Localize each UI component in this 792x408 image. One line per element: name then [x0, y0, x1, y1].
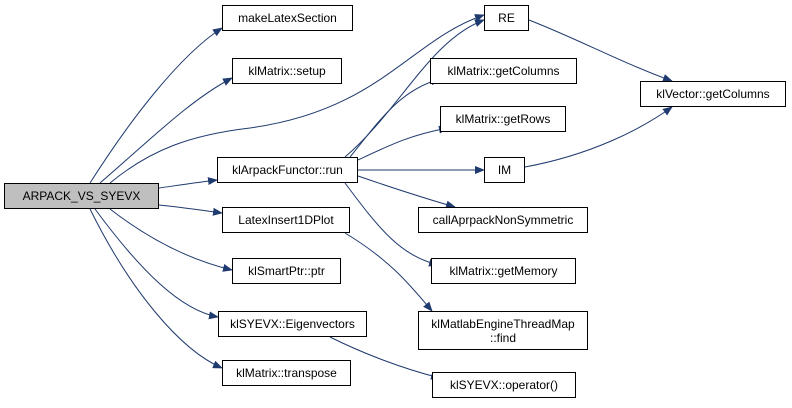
node-label: klMatrix::setup — [248, 64, 326, 78]
node-label: klVector::getColumns — [656, 87, 770, 101]
edge-IM-to-vecGetColumns — [524, 106, 673, 168]
node-getRows[interactable]: klMatrix::getRows — [440, 106, 566, 132]
edge-functorRun-to-getRows — [357, 125, 449, 161]
node-label: klMatrix::getMemory — [449, 264, 558, 278]
edge-latexInsert-to-matlabFind — [344, 232, 433, 312]
node-getColumns[interactable]: klMatrix::getColumns — [430, 58, 577, 84]
node-RE[interactable]: RE — [484, 5, 529, 31]
edge-layer — [89, 14, 673, 380]
node-label: callAprpackNonSymmetric — [432, 213, 574, 227]
node-makeLatexSection[interactable]: makeLatexSection — [222, 5, 353, 31]
node-label: klSYEVX::Eigenvectors — [230, 317, 355, 331]
edge-root-to-RE — [109, 14, 485, 184]
node-label: klMatrix::getRows — [455, 112, 551, 126]
node-label: ARPACK_VS_SYEVX — [22, 189, 141, 203]
edge-root-to-transpose — [89, 208, 223, 369]
edge-root-to-makeLatexSection — [89, 27, 223, 184]
node-latexInsert[interactable]: LatexInsert1DPlot — [222, 207, 350, 233]
node-label: makeLatexSection — [238, 11, 337, 25]
edge-eigenvectors-to-syevxOp — [329, 336, 441, 380]
edge-RE-to-vecGetColumns — [528, 19, 673, 82]
node-vecGetColumns[interactable]: klVector::getColumns — [640, 81, 786, 107]
node-callArpack[interactable]: callAprpackNonSymmetric — [418, 207, 588, 233]
edge-root-to-setup — [99, 77, 233, 184]
node-label: klSmartPtr::ptr — [248, 264, 325, 278]
node-eigenvectors[interactable]: klSYEVX::Eigenvectors — [218, 311, 367, 337]
edge-functorRun-to-getMemory — [344, 182, 439, 267]
node-setup[interactable]: klMatrix::setup — [232, 58, 342, 84]
node-matlabFind[interactable]: klMatlabEngineThreadMap ::find — [418, 311, 588, 350]
node-smartPtr[interactable]: klSmartPtr::ptr — [232, 258, 341, 284]
edge-root-to-functorRun — [158, 177, 218, 189]
edge-root-to-eigenvectors — [94, 208, 219, 320]
edge-functorRun-to-getColumns — [349, 77, 441, 158]
node-label: klArpackFunctor::run — [232, 163, 343, 177]
node-label: klSYEVX::operator() — [449, 378, 559, 392]
node-root: ARPACK_VS_SYEVX — [4, 183, 159, 209]
node-label: IM — [497, 163, 512, 177]
node-IM[interactable]: IM — [484, 157, 525, 183]
node-label: klMatrix::transpose — [236, 366, 337, 380]
edge-functorRun-to-callArpack — [357, 175, 456, 209]
node-label: RE — [498, 11, 515, 25]
node-syevxOp[interactable]: klSYEVX::operator() — [432, 372, 576, 398]
node-functorRun[interactable]: klArpackFunctor::run — [217, 157, 358, 183]
edge-root-to-latexInsert — [158, 204, 223, 216]
node-label: LatexInsert1DPlot — [238, 213, 334, 227]
edge-root-to-smartPtr — [109, 208, 233, 272]
node-transpose[interactable]: klMatrix::transpose — [222, 360, 351, 386]
node-label: klMatlabEngineThreadMap ::find — [431, 316, 575, 345]
node-label: klMatrix::getColumns — [447, 64, 560, 78]
node-getMemory[interactable]: klMatrix::getMemory — [431, 258, 576, 284]
